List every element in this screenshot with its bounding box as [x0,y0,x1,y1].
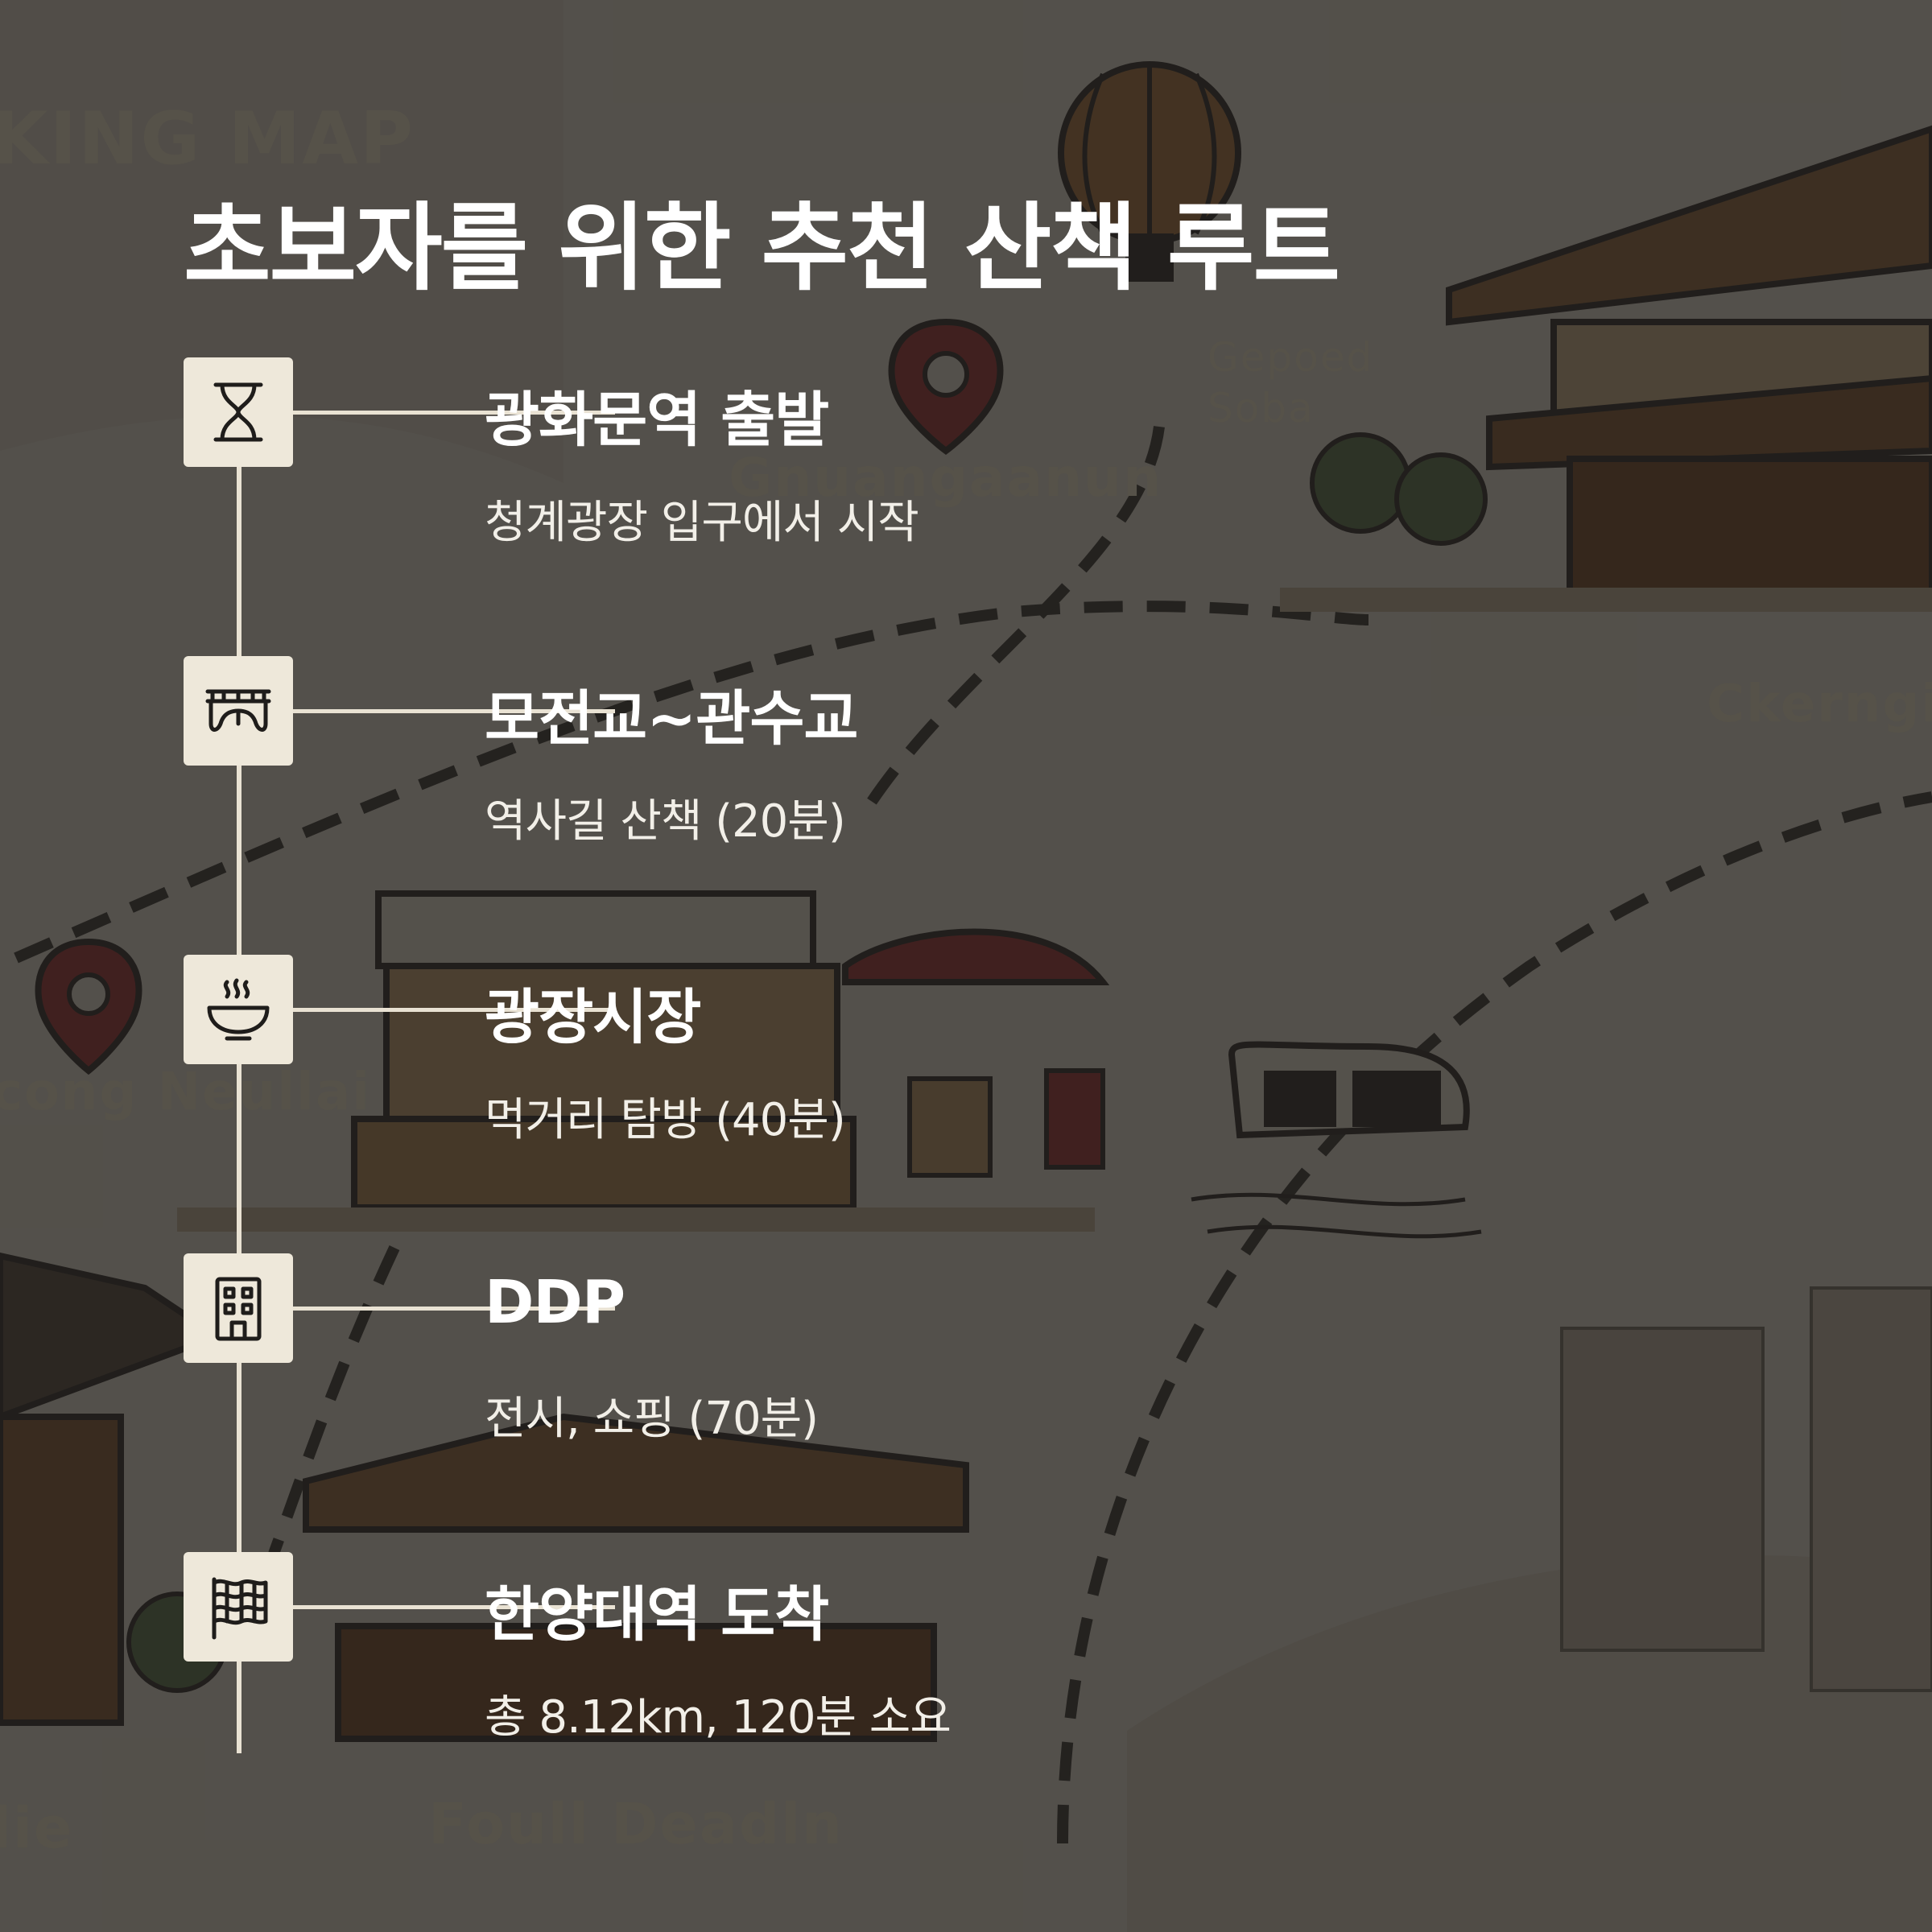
map-label-bottom-left: lie [0,1795,74,1861]
map-icon [212,1577,268,1640]
building-icon [215,1277,262,1341]
map-label-soba-line1: Gepoed [1208,334,1374,381]
map-label-gwanghwamun: Gnuangaanun [729,447,1162,509]
route-stop-icon-box [184,1552,293,1662]
bridge-icon [205,689,271,732]
map-label-top-left: KING MAP [0,97,415,181]
route-connector [293,1307,615,1311]
route-stop-icon-box [184,1253,293,1363]
route-connector [293,411,615,415]
route-stop-title: DDP [485,1268,625,1337]
hourglass-icon [213,382,263,442]
route-stop-2: 모전교~관수교 역사길 산책 (20분) [184,656,1069,898]
route-stop-description: 전시, 쇼핑 (70분) [485,1393,819,1445]
route-stop-title: 모전교~관수교 [485,684,858,753]
route-stop-3: 광장시장 먹거리 탐방 (40분) [184,955,1069,1196]
map-label-soba-line2: Soba [1208,385,1315,431]
map-label-right-mid: Ckerngi [1707,675,1932,734]
route-connector [293,1605,615,1609]
route-connector [293,1008,615,1012]
map-label-left-mid: cong Neullai [0,1063,372,1122]
route-stop-icon-box [184,656,293,766]
map-label-bottom-center: Foull Deadln [428,1791,844,1857]
route-stop-4: DDP 전시, 쇼핑 (70분) [184,1253,1069,1495]
bowl-icon [207,978,270,1041]
route-stop-5: 한양대역 도착 총 8.12km, 120분 소요 [184,1552,1069,1794]
route-stop-1: 광화문역 출발 청계광장 입구에서 시작 [184,357,1069,599]
route-stop-description: 청계광장 입구에서 시작 [485,497,919,549]
route-stop-icon-box [184,955,293,1064]
route-stop-description: 역사길 산책 (20분) [485,795,846,848]
route-stop-icon-box [184,357,293,467]
route-stop-title: 광화문역 출발 [485,386,829,455]
route-timeline-line [237,411,242,1753]
route-stop-description: 먹거리 탐방 (40분) [485,1094,846,1146]
route-stop-description: 총 8.12km, 120분 소요 [485,1691,952,1744]
route-connector [293,709,615,713]
route-stop-title: 한양대역 도착 [485,1580,829,1649]
route-stop-title: 광장시장 [485,983,701,1052]
page-title: 초보자를 위한 추천 산책 루트 [184,192,1340,303]
